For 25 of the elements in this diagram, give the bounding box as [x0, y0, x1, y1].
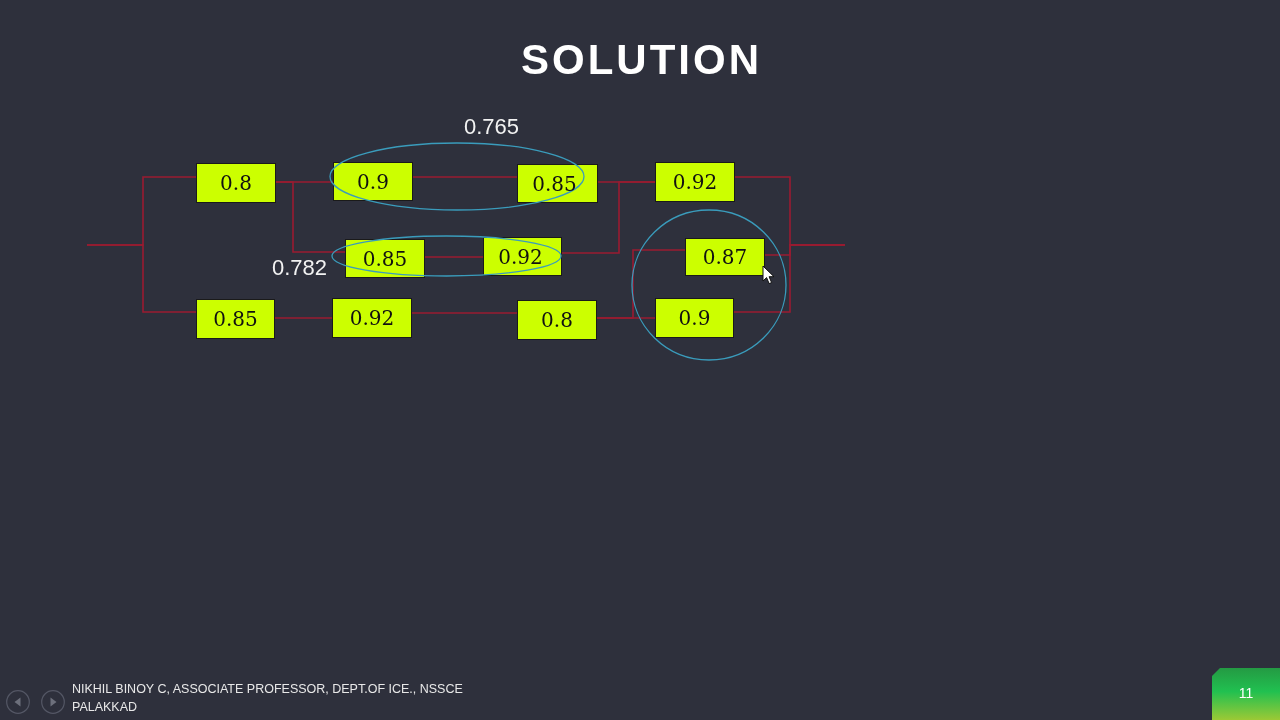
wire: [561, 181, 656, 254]
component-box: 0.85: [517, 164, 598, 203]
component-box: 0.87: [685, 238, 765, 276]
wire: [412, 176, 518, 178]
value-label: 0.782: [272, 256, 328, 280]
component-box: 0.9: [655, 298, 734, 338]
wire: [733, 244, 846, 313]
component-box: 0.92: [483, 237, 562, 276]
wire: [274, 317, 333, 319]
component-box: 0.9: [333, 162, 413, 201]
wire: [424, 256, 484, 258]
wire: [86, 244, 197, 313]
value-label: 0.765: [464, 115, 520, 139]
wire: [275, 181, 346, 253]
component-box: 0.92: [655, 162, 735, 202]
component-box: 0.8: [196, 163, 276, 203]
footer-text: NIKHIL BINOY C, ASSOCIATE PROFESSOR, DEPT.OF ICE., NSSCE PALAKKAD: [72, 681, 464, 716]
component-box: 0.85: [196, 299, 275, 339]
component-box: 0.85: [345, 239, 425, 278]
component-box: 0.8: [517, 300, 597, 340]
slide-number: 11: [1212, 668, 1280, 720]
wire: [596, 317, 656, 319]
slide-title: SOLUTION: [520, 36, 762, 84]
component-box: 0.92: [332, 298, 412, 338]
wire: [411, 312, 518, 314]
